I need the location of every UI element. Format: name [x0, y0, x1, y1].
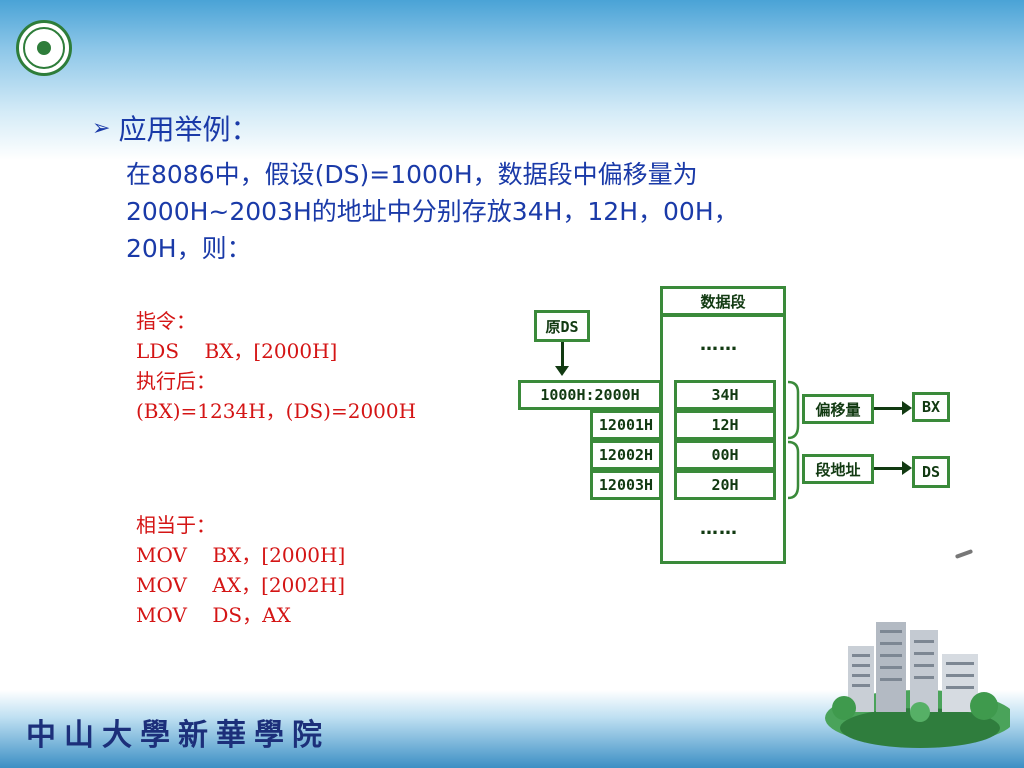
- example-paragraph: 在8086中，假设(DS)=1000H，数据段中偏移量为 2000H~2003H…: [126, 156, 916, 267]
- dots-top: ……: [700, 334, 738, 355]
- logo-emblem: [37, 41, 51, 55]
- memory-diagram: 数据段 …… …… 34H 12H 00H 20H 原DS 1000H:2000…: [510, 282, 950, 572]
- logo-ring: [23, 27, 65, 69]
- paragraph-line-2: 2000H~2003H的地址中分别存放34H，12H，00H，: [126, 197, 739, 226]
- school-logo: [16, 20, 72, 76]
- address-cell-1: 12001H: [590, 410, 662, 440]
- value-cell-3: 20H: [674, 470, 776, 500]
- segaddr-arrow-head-icon: [902, 461, 912, 475]
- offset-arrow-head-icon: [902, 401, 912, 415]
- after-label: 执行后：: [136, 369, 216, 393]
- segment-title-box: 数据段: [660, 286, 786, 316]
- original-ds-box: 原DS: [534, 310, 590, 342]
- offset-arrow-line: [874, 407, 904, 410]
- value-cell-0: 34H: [674, 380, 776, 410]
- segaddr-bracket-icon: [787, 440, 800, 500]
- equivalent-line-1: MOV BX，[2000H]: [136, 543, 346, 567]
- orig-ds-arrow-line: [561, 342, 564, 368]
- instruction-label: 指令：: [136, 309, 196, 333]
- heading-text: 应用举例：: [118, 113, 259, 146]
- address-cell-2: 12002H: [590, 440, 662, 470]
- dots-bottom: ……: [700, 518, 738, 539]
- equivalent-label: 相当于：: [136, 513, 216, 537]
- ds-register-box: DS: [912, 456, 950, 488]
- orig-ds-arrow-head-icon: [555, 366, 569, 376]
- segaddr-arrow-line: [874, 467, 904, 470]
- instruction-code: LDS BX，[2000H]: [136, 339, 338, 363]
- offset-bracket-icon: [787, 380, 800, 440]
- equivalent-line-2: MOV AX，[2002H]: [136, 573, 346, 597]
- value-cell-2: 00H: [674, 440, 776, 470]
- value-brackets: [787, 380, 800, 500]
- campus-building-illustration: [825, 622, 1010, 748]
- equivalent-line-3: MOV DS，AX: [136, 603, 291, 627]
- paragraph-line-1: 在8086中，假设(DS)=1000H，数据段中偏移量为: [126, 160, 698, 189]
- school-name: 中山大學新華學院: [26, 718, 330, 753]
- paragraph-line-3: 20H，则：: [126, 234, 252, 263]
- offset-label-box: 偏移量: [802, 394, 874, 424]
- result-text: (BX)=1234H，(DS)=2000H: [136, 399, 417, 423]
- instruction-block: 指令： LDS BX，[2000H] 执行后： (BX)=1234H，(DS)=…: [136, 306, 416, 426]
- bx-register-box: BX: [912, 392, 950, 422]
- decorative-stroke: [954, 549, 974, 559]
- header-background: [0, 0, 1024, 160]
- equivalent-block: 相当于： MOV BX，[2000H] MOV AX，[2002H] MOV D…: [136, 510, 345, 630]
- address-cell-3: 12003H: [590, 470, 662, 500]
- segaddr-label-box: 段地址: [802, 454, 874, 484]
- slide-heading: ➢ 应用举例：: [92, 108, 258, 148]
- arrow-bullet-icon: ➢: [92, 115, 111, 141]
- value-cell-1: 12H: [674, 410, 776, 440]
- address-cell-0: 1000H:2000H: [518, 380, 662, 410]
